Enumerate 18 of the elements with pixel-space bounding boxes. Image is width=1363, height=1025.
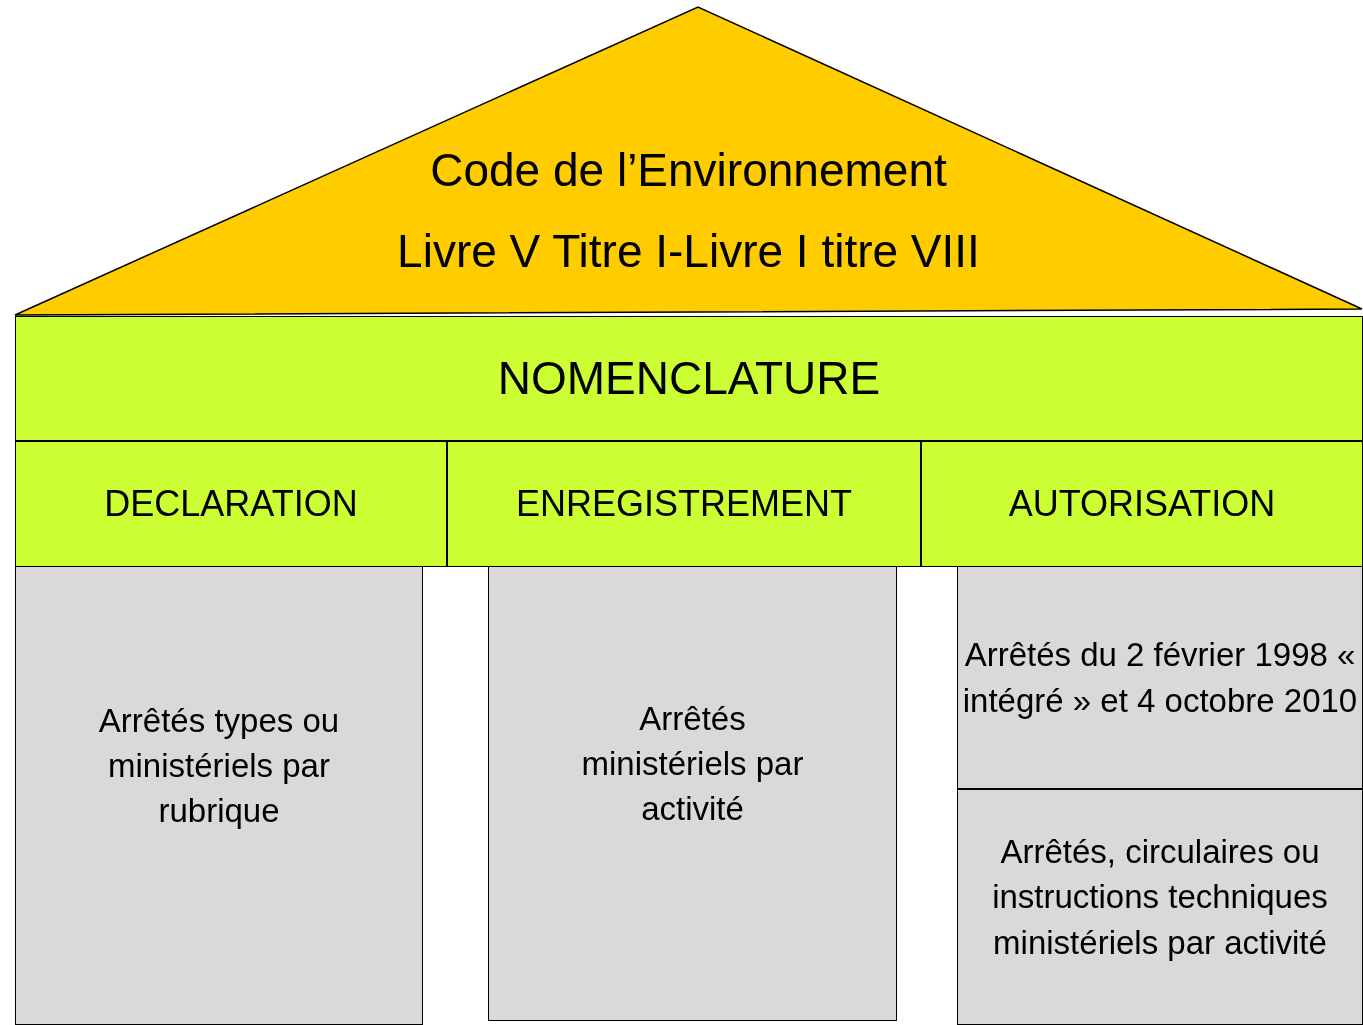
category-header (447, 441, 921, 567)
label-text: ENREGISTREMENT (516, 482, 852, 527)
category-header (15, 441, 447, 567)
heading-text: Code de l’Environnement (430, 143, 947, 198)
pillar-box (488, 567, 897, 1021)
label-text: Arrêtés ministériels par activité (580, 698, 805, 830)
label-text: Arrêtés types ou ministériels par rubrique (97, 700, 341, 832)
category-header (921, 441, 1363, 567)
pillar-box (957, 789, 1363, 1025)
label-text: DECLARATION (104, 482, 358, 527)
label-text: AUTORISATION (1008, 482, 1276, 527)
label-text: Arrêtés du 2 février 1998 « intégré » et 4 octobre 2010 (962, 635, 1358, 721)
label-text: NOMENCLATURE (497, 351, 881, 406)
label-text: Arrêtés, circulaires ou instructions techniques ministériels par activité (991, 832, 1329, 963)
pillar-box (957, 567, 1363, 789)
pillar-box (15, 567, 423, 1025)
heading-text: Livre V Titre I-Livre I titre VIII (397, 224, 980, 279)
category-band (15, 316, 1363, 441)
